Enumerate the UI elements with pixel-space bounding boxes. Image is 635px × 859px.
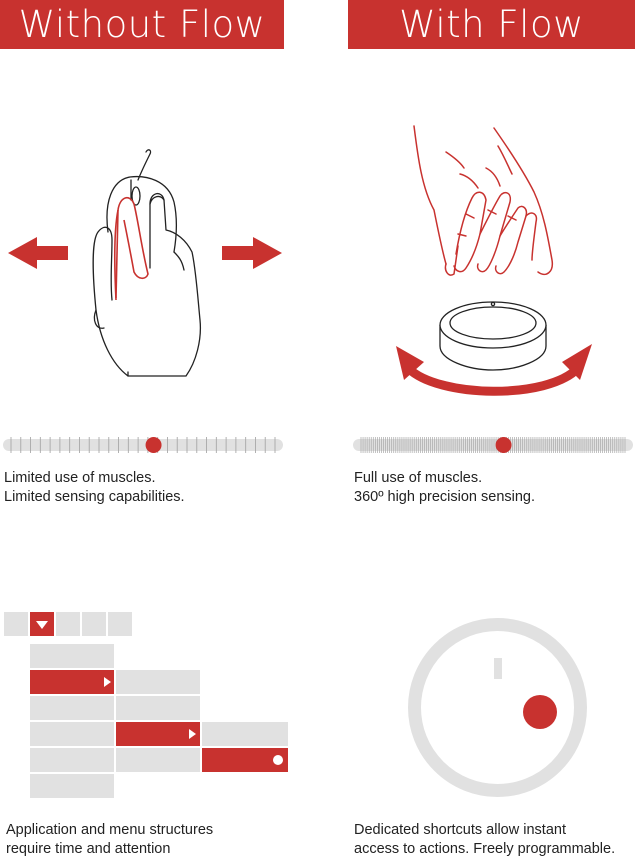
caption-line: Dedicated shortcuts allow instant: [354, 822, 566, 838]
menu-item[interactable]: [30, 696, 114, 720]
header-without-flow: Without Flow: [0, 0, 284, 49]
submenu-item[interactable]: [116, 670, 200, 694]
triangle-right-icon: [104, 677, 111, 687]
caption-line: Application and menu structures: [6, 822, 214, 838]
submenu-item[interactable]: [116, 748, 200, 772]
menu-item[interactable]: [30, 644, 114, 668]
menu-tab[interactable]: [82, 612, 106, 636]
caption-line: require time and attention: [6, 841, 171, 857]
triangle-right-icon: [189, 729, 196, 739]
hand-on-mouse-icon: [92, 149, 202, 377]
header-without-flow-label: Without Flow: [18, 3, 266, 46]
submenu-item[interactable]: [116, 696, 200, 720]
menu-item[interactable]: [30, 748, 114, 772]
submenu-item[interactable]: [202, 722, 288, 746]
caption-line: Full use of muscles.: [354, 470, 483, 486]
caption-line: Limited use of muscles.: [4, 470, 156, 486]
slider-track[interactable]: [3, 439, 283, 451]
menu-tab[interactable]: [56, 612, 80, 636]
dial-icon: [405, 615, 590, 800]
triangle-down-icon: [36, 621, 48, 629]
caption-limited-muscles: Limited use of muscles. Limited sensing …: [4, 469, 185, 507]
slider-knob[interactable]: [145, 437, 162, 453]
caption-full-muscles: Full use of muscles. 360º high precision…: [354, 469, 535, 507]
dial-indicator: [494, 658, 502, 679]
curved-double-arrow-icon: [396, 344, 592, 396]
header-with-flow: With Flow: [348, 0, 635, 49]
dial-puck-icon: [439, 301, 547, 371]
caption-menus: Application and menu structures require …: [6, 821, 213, 859]
menu-item[interactable]: [30, 722, 114, 746]
caption-line: 360º high precision sensing.: [354, 489, 536, 505]
caption-shortcuts: Dedicated shortcuts allow instant access…: [354, 821, 615, 859]
caption-line: Limited sensing capabilities.: [4, 489, 185, 505]
menu-tab[interactable]: [4, 612, 28, 636]
dial-knob[interactable]: [523, 695, 557, 729]
menu-tab[interactable]: [108, 612, 132, 636]
arrow-right-icon: [222, 237, 282, 269]
hand-over-dial-icon: [413, 125, 554, 276]
slider-knob[interactable]: [495, 437, 512, 453]
arrow-left-icon: [8, 237, 68, 269]
slider-track[interactable]: [353, 439, 633, 451]
coarse-slider[interactable]: [3, 432, 283, 458]
caption-line: access to actions. Freely programmable.: [354, 841, 616, 857]
menu-structure-illustration: [4, 610, 288, 800]
hand-mouse-illustration: [0, 140, 290, 400]
menu-item[interactable]: [30, 774, 114, 798]
submenu-item-active[interactable]: [116, 722, 200, 746]
fine-slider[interactable]: [353, 432, 633, 458]
selected-dot-icon: [273, 755, 283, 765]
hand-dial-illustration: [348, 118, 635, 418]
menu-item-active[interactable]: [30, 670, 114, 694]
header-with-flow-label: With Flow: [399, 3, 584, 46]
